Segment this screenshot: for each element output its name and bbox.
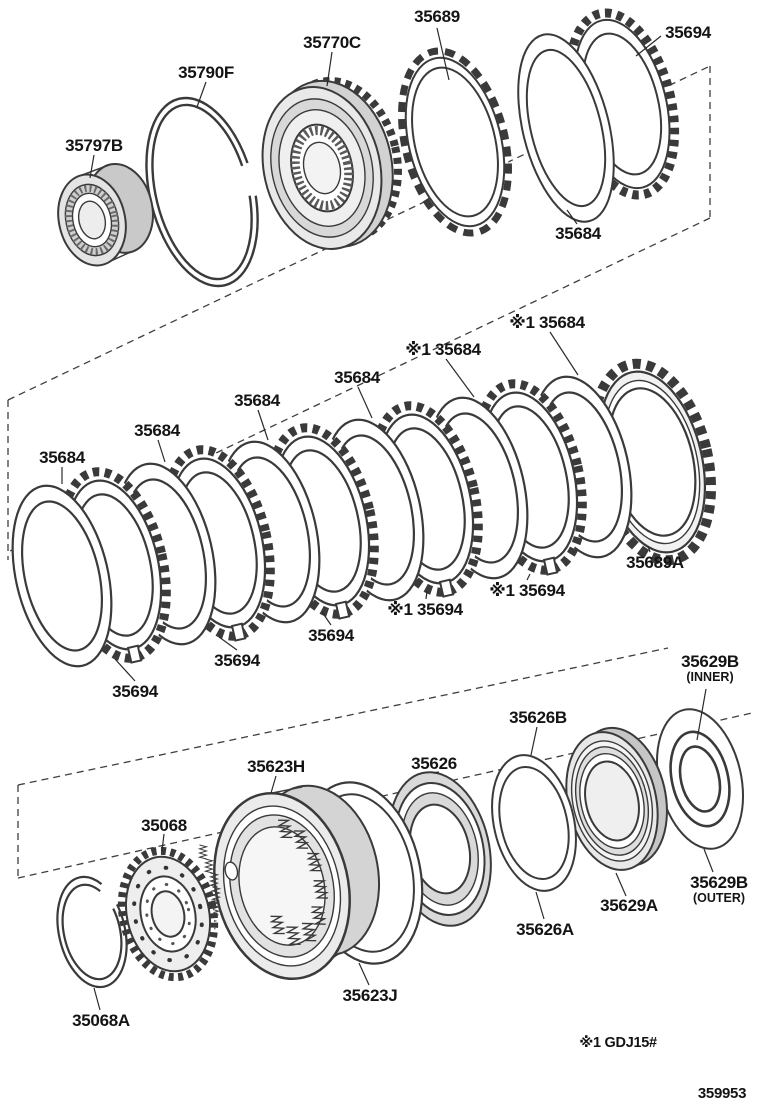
part-label-35694-s3: 35694: [308, 626, 354, 645]
part-label-35684-s2: ※1 35684: [405, 340, 481, 359]
part-label-35626: 35626: [411, 754, 457, 773]
part-label-35797b: 35797B: [65, 136, 123, 155]
part-label-35068a: 35068A: [72, 1011, 130, 1030]
part-35626b-ring: [491, 754, 577, 892]
part-label-35790f: 35790F: [178, 63, 234, 82]
applicability-footnote: ※1 GDJ15#: [579, 1035, 657, 1051]
part-label-35689a: 35689A: [626, 553, 684, 572]
part-label-35770c: 35770C: [303, 33, 361, 52]
part-label-35694-top: 35694: [665, 23, 711, 42]
part-label-35068: 35068: [141, 816, 187, 835]
part-label-35629b-outer: 35629B: [690, 873, 748, 892]
part-label-35626a: 35626A: [516, 920, 574, 939]
part-label-35629a: 35629A: [600, 896, 658, 915]
part-label-35694-s1: ※1 35694: [489, 581, 565, 600]
part-35689: [398, 47, 512, 237]
part-35790f-snap-ring: [145, 96, 259, 288]
part-35629a-piston: [565, 726, 668, 871]
part-label-35629b-inner: 35629B: [681, 652, 739, 671]
part-label-35626b: 35626B: [509, 708, 567, 727]
part-label-35629b-inner-qualifier: (INNER): [686, 670, 734, 684]
part-label-35629b-outer-qualifier: (OUTER): [692, 891, 746, 905]
part-35629b-rings: [655, 708, 745, 850]
part-label-35684-s1: ※1 35684: [509, 313, 585, 332]
part-35684-top: [517, 33, 615, 223]
part-label-35684-top: 35684: [555, 224, 601, 243]
part-35797b-one-way-clutch: [57, 162, 154, 267]
part-label-35684-s6: 35684: [39, 448, 85, 467]
part-35068a-snap-ring: [56, 875, 128, 989]
clutch-disc: [11, 484, 113, 668]
part-label-35623h: 35623H: [247, 757, 305, 776]
part-label-35694-s2: ※1 35694: [387, 600, 463, 619]
part-label-35684-s3: 35684: [334, 368, 380, 387]
part-label-35689: 35689: [414, 7, 460, 26]
part-35770c-drum: [261, 77, 402, 250]
leader-lines: [61, 27, 714, 1011]
part-35623h-piston-drum: [213, 784, 381, 981]
part-label-35684-s4: 35684: [234, 391, 280, 410]
sheet-number: 359953: [697, 1085, 747, 1102]
part-label-35684-s5: 35684: [134, 421, 180, 440]
part-label-35694-s5: 35694: [112, 682, 158, 701]
part-label-35623j: 35623J: [342, 986, 398, 1005]
part-label-35694-s4: 35694: [214, 651, 260, 670]
part-35068-plate: [117, 846, 219, 982]
